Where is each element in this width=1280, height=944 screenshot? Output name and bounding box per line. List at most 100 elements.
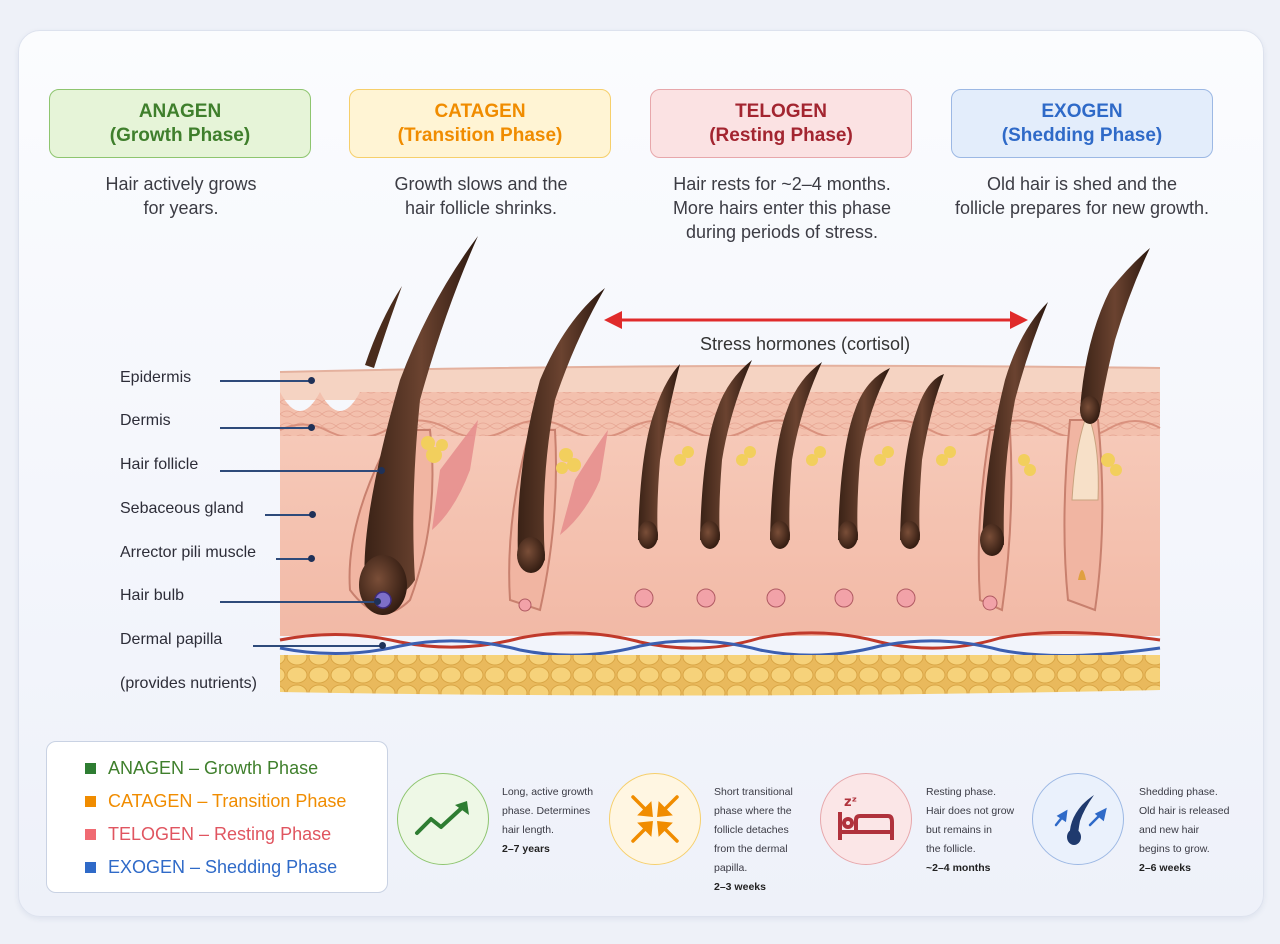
phase-box-telogen: TELOGEN (Resting Phase) — [650, 89, 912, 158]
legend-label: TELOGEN – Resting Phase — [108, 824, 332, 844]
phase-name: TELOGEN — [735, 100, 827, 122]
phase-desc-catagen: Growth slows and the hair follicle shrin… — [331, 172, 631, 220]
phase-desc-anagen: Hair actively grows for years. — [31, 172, 331, 220]
leader-dot — [308, 424, 315, 431]
leader-sebaceous-gland — [265, 514, 313, 516]
label-hair-follicle: Hair follicle — [120, 456, 199, 473]
detail-line: hair length. — [502, 824, 554, 836]
leader-hair-follicle — [220, 470, 382, 472]
catagen-icon-circle — [609, 773, 701, 865]
phase-box-catagen: CATAGEN (Transition Phase) — [349, 89, 611, 158]
legend-label: CATAGEN – Transition Phase — [108, 791, 347, 811]
legend-swatch — [85, 861, 96, 873]
legend-item-telogen: TELOGEN – Resting Phase — [85, 824, 331, 844]
trend-up-icon — [415, 801, 469, 835]
desc-line: during periods of stress. — [685, 222, 879, 242]
phase-desc-exogen: Old hair is shed and the follicle prepar… — [932, 172, 1232, 220]
arrows-inward-icon — [631, 795, 679, 843]
desc-line: Growth slows and the — [394, 174, 568, 194]
telogen-icon-circle: zᶻ — [820, 773, 912, 865]
legend-swatch — [85, 762, 96, 774]
detail-duration: 2–6 weeks — [1139, 862, 1191, 874]
legend-label: EXOGEN – Shedding Phase — [108, 857, 338, 877]
stress-arrow — [604, 311, 1028, 329]
epidermis-layer — [280, 365, 1160, 400]
detail-line: Old hair is released — [1139, 805, 1230, 817]
leader-epidermis — [220, 380, 312, 382]
phase-box-exogen: EXOGEN (Shedding Phase) — [951, 89, 1213, 158]
label-provides-nutrients: (provides nutrients) — [120, 675, 257, 692]
phase-box-anagen: ANAGEN (Growth Phase) — [49, 89, 311, 158]
detail-duration: 2–7 years — [502, 843, 550, 855]
leader-dermis — [220, 427, 312, 429]
detail-line: phase. Determines — [502, 805, 591, 817]
detail-line: papilla. — [714, 862, 748, 874]
legend-box: ANAGEN – Growth Phase CATAGEN – Transiti… — [46, 741, 388, 893]
hair-shedding-icon — [1054, 795, 1107, 845]
desc-line: Old hair is shed and the — [986, 174, 1178, 194]
leader-dot — [379, 642, 386, 649]
phase-sub: (Transition Phase) — [397, 124, 563, 146]
fat-layer — [280, 655, 1160, 696]
blood-vessel-blue — [279, 639, 1161, 658]
leader-hair-bulb — [220, 601, 378, 603]
desc-line: More hairs enter this phase — [672, 198, 892, 218]
phase-name: EXOGEN — [1041, 100, 1123, 122]
leader-dot — [378, 467, 385, 474]
label-epidermis: Epidermis — [120, 369, 192, 386]
detail-line: Short transitional — [714, 786, 793, 798]
legend-item-exogen: EXOGEN – Shedding Phase — [85, 857, 337, 877]
phase-sub: (Resting Phase) — [709, 124, 853, 146]
bed-sleep-icon: zᶻ — [838, 795, 894, 840]
exogen-detail: Shedding phase. Old hair is released and… — [1139, 783, 1249, 878]
anagen-icon-circle — [397, 773, 489, 865]
catagen-detail: Short transitional phase where the folli… — [714, 783, 824, 897]
exogen-follicle — [1063, 248, 1150, 612]
desc-line: for years. — [143, 198, 219, 218]
leader-dot — [309, 511, 316, 518]
phase-name: CATAGEN — [434, 100, 526, 122]
leader-dermal-papilla — [253, 645, 383, 647]
desc-line: Hair actively grows — [105, 174, 257, 194]
catagen-follicle — [508, 288, 608, 612]
label-hair-bulb: Hair bulb — [120, 587, 185, 604]
exogen-icon-circle — [1032, 773, 1124, 865]
detail-duration: ~2–4 months — [926, 862, 991, 874]
detail-line: Hair does not grow — [926, 805, 1015, 817]
phase-sub: (Growth Phase) — [109, 124, 251, 146]
leader-dot — [308, 377, 315, 384]
label-dermis: Dermis — [120, 412, 171, 429]
legend-label: ANAGEN – Growth Phase — [108, 758, 319, 778]
legend-swatch — [85, 795, 96, 807]
detail-duration: 2–3 weeks — [714, 881, 766, 893]
label-arrector-pili-muscle: Arrector pili muscle — [120, 544, 257, 561]
anagen-detail: Long, active growth phase. Determines ha… — [502, 783, 612, 859]
phase-sub: (Shedding Phase) — [1001, 124, 1163, 146]
desc-line: Hair rests for ~2–4 months. — [673, 174, 891, 194]
detail-line: Resting phase. — [926, 786, 997, 798]
detail-line: Long, active growth — [502, 786, 594, 798]
stress-hormones-label: Stress hormones (cortisol) — [700, 334, 911, 354]
label-sebaceous-gland: Sebaceous gland — [120, 500, 244, 517]
desc-line: hair follicle shrinks. — [404, 198, 558, 218]
phase-name: ANAGEN — [138, 100, 222, 122]
late-telogen-follicle — [977, 302, 1048, 612]
telogen-follicles — [634, 360, 956, 608]
legend-swatch — [85, 828, 96, 840]
leader-arrector-pili — [276, 558, 312, 560]
zzz-glyph: zᶻ — [844, 795, 857, 810]
leader-dot — [308, 555, 315, 562]
detail-line: begins to grow. — [1139, 843, 1210, 855]
legend-item-anagen: ANAGEN – Growth Phase — [85, 758, 318, 778]
anagen-follicle — [348, 236, 478, 615]
detail-line: Shedding phase. — [1139, 786, 1218, 798]
detail-line: follicle detaches — [714, 824, 789, 836]
detail-line: but remains in — [926, 824, 992, 836]
telogen-detail: Resting phase. Hair does not grow but re… — [926, 783, 1036, 878]
desc-line: follicle prepares for new growth. — [954, 198, 1210, 218]
leader-dot — [374, 598, 381, 605]
label-dermal-papilla: Dermal papilla — [120, 631, 223, 648]
detail-line: phase where the — [714, 805, 792, 817]
detail-line: the follicle. — [926, 843, 976, 855]
